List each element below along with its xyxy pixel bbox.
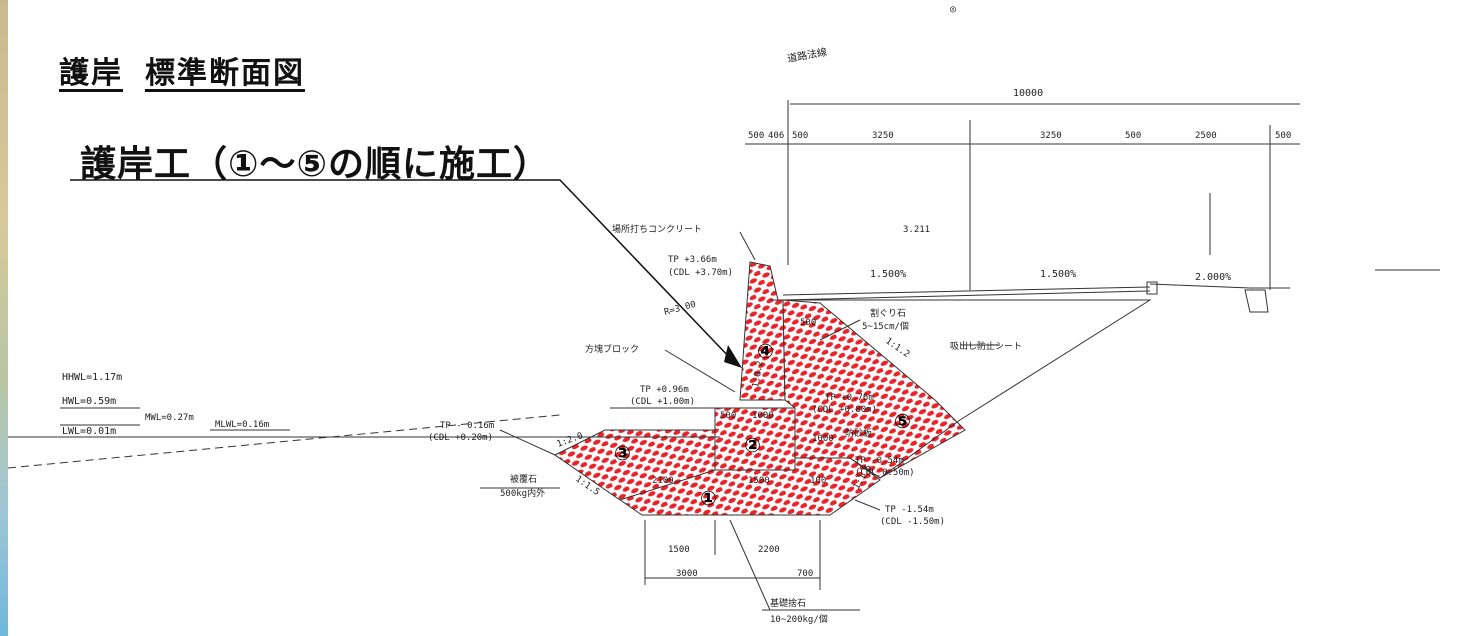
- parapet-concrete-label: 場所打ちコンクリート: [612, 223, 702, 235]
- dim-700: 700: [797, 569, 813, 579]
- cdl-100: (CDL +1.00m): [630, 397, 695, 407]
- dim-2100: 2100: [652, 476, 674, 486]
- dim-seg-1: 500: [748, 131, 764, 141]
- road-center-label: 道路法線: [786, 45, 828, 65]
- cover-stone-label: 被覆石: [510, 473, 537, 485]
- embankment-outline: [770, 299, 1152, 479]
- dim-total: 10000: [1013, 88, 1043, 99]
- dim-1500-bottom: 1500: [668, 545, 690, 555]
- tp-154: TP -1.54m: [885, 505, 934, 515]
- cdl-080: (CDL +0.80m): [812, 405, 877, 415]
- crossfall-right: 1.500%: [1040, 269, 1076, 280]
- prevent-sheet-label: 吸出し防止シート: [950, 340, 1022, 352]
- cdl-050: (CDL 0.50m): [855, 468, 915, 478]
- dim-500-top: 500: [800, 318, 816, 328]
- slope-1-12: 1:1.2: [883, 336, 911, 360]
- dim-seg-8: 500: [1275, 131, 1291, 141]
- step-marker-5: ⑤: [894, 409, 911, 433]
- step-marker-4: ④: [757, 339, 774, 363]
- left-color-strip: [0, 0, 8, 636]
- lwl-label: LWL=0.01m: [62, 426, 116, 437]
- dim-seg-7: 2500: [1195, 131, 1217, 141]
- cdl-150: (CDL -1.50m): [880, 517, 945, 527]
- step-marker-1: ①: [700, 486, 717, 510]
- cover-stone-weight: 500kg内外: [500, 487, 545, 499]
- step-marker-3: ③: [614, 441, 631, 465]
- crossfall-shoulder: 2.000%: [1195, 272, 1231, 283]
- step-marker-2: ②: [744, 433, 761, 457]
- dim-500-block: 500: [720, 411, 736, 421]
- wave-block-region: [714, 407, 796, 471]
- tp-076: TP +0.76m: [825, 393, 874, 403]
- tp-054: TP -0.54m: [855, 456, 904, 466]
- cdl-020: (CDL +0.20m): [428, 433, 493, 443]
- dim-3000: 3000: [676, 569, 698, 579]
- wave-block-label: 方塊ブロック: [585, 343, 639, 355]
- subtitle: 護岸工（①～⑤の順に施工）: [80, 144, 550, 185]
- road-surface-line: [782, 286, 1151, 296]
- rubble-label: 割ぐり石: [870, 307, 906, 319]
- dim-seg-6: 500: [1125, 131, 1141, 141]
- callout-arrowhead: [724, 345, 742, 368]
- crossfall-left: 1.500%: [870, 269, 906, 280]
- dim-1000-block: 1000: [752, 411, 774, 421]
- tp-096: TP +0.96m: [640, 385, 689, 395]
- radius-label: R=3.00: [663, 300, 697, 318]
- base-stone-weight: 10~200kg/個: [770, 613, 828, 625]
- mlwl-label: MLWL=0.16m: [215, 420, 269, 430]
- hhwl-label: HHWL=1.17m: [62, 372, 122, 383]
- center-mark: ◎: [950, 4, 956, 15]
- dim-1500-mid: 1500: [748, 476, 770, 486]
- value-3211: 3.211: [903, 225, 930, 235]
- tp-016: TP - 0.16m: [440, 421, 494, 431]
- crown-cdl: (CDL +3.70m): [668, 268, 733, 278]
- dim-seg-4: 3250: [872, 131, 894, 141]
- dim-seg-3: 500: [792, 131, 808, 141]
- page-title-main: 護岸: [59, 56, 123, 91]
- sand-board-label: 防砂板: [845, 427, 872, 439]
- mlwl-dashed-line: [7, 414, 561, 469]
- hwl-label: HWL=0.59m: [62, 396, 116, 407]
- mwl-label: MWL=0.27m: [145, 413, 194, 423]
- slope-parapet: 1:0.2: [751, 360, 766, 388]
- subtitle-callout-line: [70, 179, 733, 361]
- dim-seg-5: 3250: [1040, 131, 1062, 141]
- dim-1000-b: 1000: [812, 434, 834, 444]
- dim-100: 100: [810, 476, 826, 486]
- rubble-size: 5~15cm/個: [862, 320, 909, 332]
- dim-2200: 2200: [758, 545, 780, 555]
- page-title: 護岸標準断面図: [59, 48, 305, 92]
- base-stone-label: 基礎捨石: [770, 597, 806, 609]
- page-title-sub: 標準断面図: [145, 56, 305, 91]
- backfill-region: [782, 299, 966, 479]
- crown-tp: TP +3.66m: [668, 255, 717, 265]
- dim-seg-2: 406: [768, 131, 784, 141]
